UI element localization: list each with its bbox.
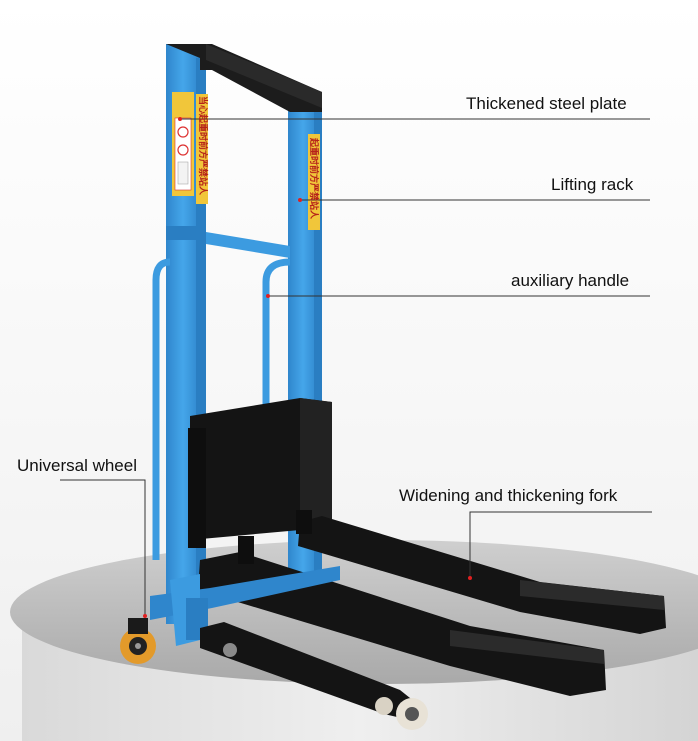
callout-dot-universal-wheel <box>143 614 147 618</box>
callout-dot-auxiliary-handle <box>266 294 270 298</box>
display-platform <box>10 540 698 741</box>
callout-label-auxiliary-handle: auxiliary handle <box>511 271 630 290</box>
callout-dot-fork <box>468 576 472 580</box>
base-legs <box>150 566 340 646</box>
warning-label-left <box>172 92 208 204</box>
outrigger-leg <box>200 622 420 720</box>
callout-lines <box>60 117 652 618</box>
callout-label-fork: Widening and thickening fork <box>399 486 618 505</box>
fork-carriage <box>188 398 332 548</box>
warning-label-right <box>308 134 320 230</box>
callout-dot-steel-plate <box>178 117 182 121</box>
callout-dot-lifting-rack <box>298 198 302 202</box>
callout-line-universal-wheel <box>60 479 146 616</box>
callout-label-steel-plate: Thickened steel plate <box>466 94 627 113</box>
callout-label-universal-wheel: Universal wheel <box>17 456 137 475</box>
callout-line-fork <box>469 511 652 578</box>
wheels <box>120 618 428 730</box>
auxiliary-handles <box>152 258 291 560</box>
callout-label-lifting-rack: Lifting rack <box>551 175 634 194</box>
